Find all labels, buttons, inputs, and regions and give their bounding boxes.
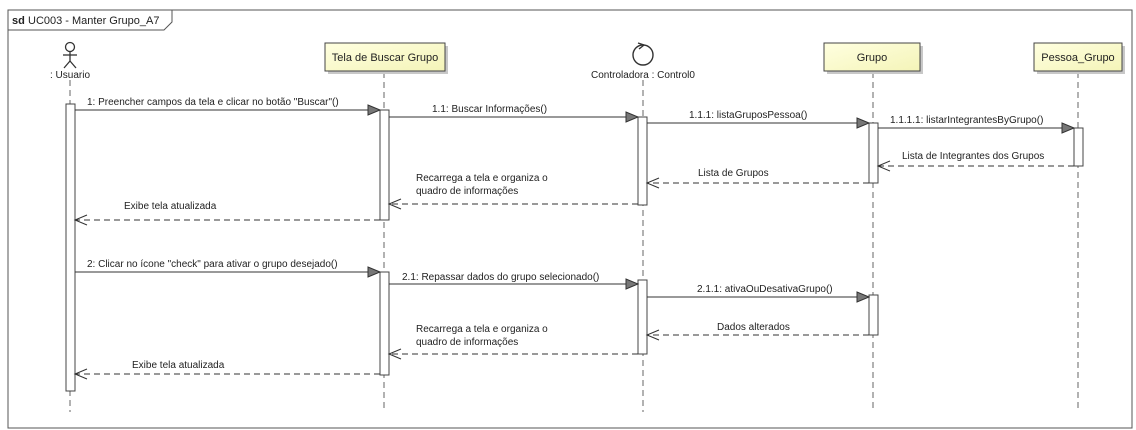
return-exibe-2-arrow: [73, 368, 88, 380]
return-recarrega-2-label-1: Recarrega a tela e organiza o: [416, 324, 548, 335]
return-recarrega-1-arrow: [387, 198, 402, 210]
frame-tab: [7, 9, 173, 31]
activation-grupo-1: [868, 122, 879, 184]
return-recarrega-2-label-2: quadro de informações: [416, 337, 518, 348]
msg-1-label: 1: Preencher campos da tela e clicar no …: [87, 97, 339, 108]
activation-controladora-2: [637, 279, 648, 355]
msg-1-arrow: [367, 104, 382, 116]
return-exibe-1-label: Exibe tela atualizada: [124, 201, 217, 212]
msg-1-1-1-label: 1.1.1: listaGruposPessoa(): [689, 110, 807, 121]
return-grupos-arrow: [645, 177, 660, 189]
activation-tela-1: [379, 109, 390, 221]
return-recarrega-1-label-2: quadro de informações: [416, 186, 518, 197]
msg-1-1-1-arrow: [856, 117, 871, 129]
actor-usuario[interactable]: [63, 41, 77, 69]
activation-grupo-2: [868, 294, 879, 336]
return-dados-label: Dados alterados: [717, 322, 790, 333]
msg-1-1-1-1-arrow: [1061, 122, 1076, 134]
frame-name: UC003 - Manter Grupo_A7: [28, 15, 159, 27]
return-exibe-1-arrow: [73, 214, 88, 226]
return-integrantes-label: Lista de Integrantes dos Grupos: [902, 151, 1044, 162]
msg-2-arrow: [367, 266, 382, 278]
lifeline-box-grupo-label: Grupo: [857, 52, 888, 64]
controller-icon[interactable]: [632, 42, 654, 66]
msg-2-1-1-label: 2.1.1: ativaOuDesativaGrupo(): [697, 284, 833, 295]
return-recarrega-2-arrow: [387, 348, 402, 360]
actor-usuario-label: : Usuario: [50, 70, 90, 81]
lifeline-box-grupo[interactable]: Grupo: [823, 42, 923, 74]
msg-2-1-1-arrow: [856, 291, 871, 303]
lifeline-box-tela[interactable]: Tela de Buscar Grupo: [324, 42, 448, 74]
return-integrantes-arrow: [876, 160, 891, 172]
controller-label: Controladora : Control0: [591, 70, 695, 81]
return-recarrega-1-label-1: Recarrega a tela e organiza o: [416, 173, 548, 184]
msg-2-1-label: 2.1: Repassar dados do grupo selecionado…: [402, 272, 599, 283]
return-grupos-label: Lista de Grupos: [698, 168, 769, 179]
activation-controladora-1: [637, 116, 648, 206]
msg-1-1-1-1-label: 1.1.1.1: listarIntegrantesByGrupo(): [890, 115, 1043, 126]
return-dados-arrow: [645, 329, 660, 341]
lifeline-box-pessoa-grupo-label: Pessoa_Grupo: [1041, 52, 1114, 64]
activation-pessoa-grupo: [1073, 127, 1084, 167]
activation-tela-2: [379, 271, 390, 376]
msg-2-label: 2: Clicar no ícone "check" para ativar o…: [87, 259, 338, 270]
return-exibe-2-label: Exibe tela atualizada: [132, 360, 225, 371]
msg-1-1-label: 1.1: Buscar Informações(): [432, 104, 547, 115]
lifeline-box-tela-label: Tela de Buscar Grupo: [332, 52, 438, 64]
lifeline-box-pessoa-grupo[interactable]: Pessoa_Grupo: [1033, 42, 1125, 74]
msg-1-1-arrow: [625, 111, 640, 123]
diagram-frame: [7, 9, 1133, 429]
frame-keyword: sd: [12, 15, 25, 27]
msg-2-1-arrow: [625, 278, 640, 290]
activation-usuario: [65, 103, 76, 392]
